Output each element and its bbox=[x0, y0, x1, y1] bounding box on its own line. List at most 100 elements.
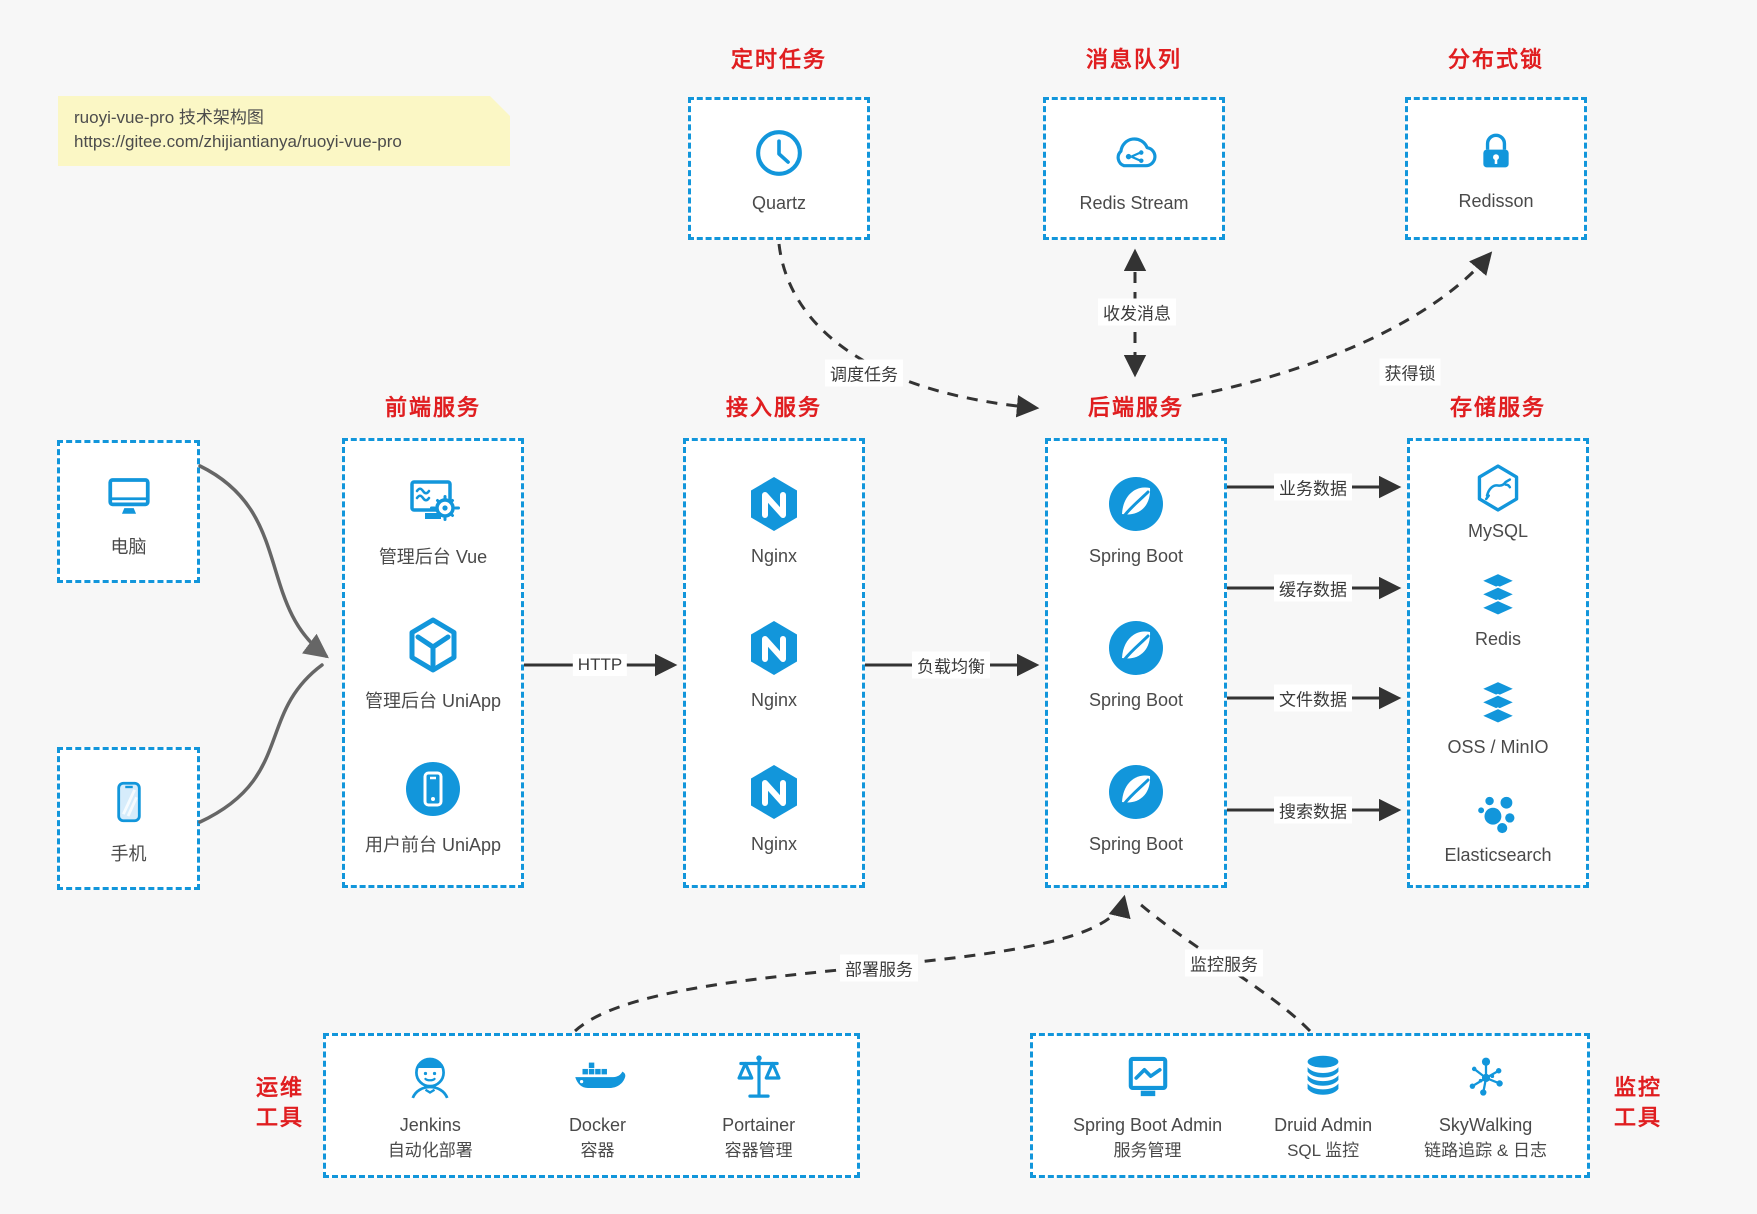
nginx-icon bbox=[742, 760, 806, 824]
mysql-icon bbox=[1471, 461, 1525, 515]
service-mysql: MySQL bbox=[1410, 447, 1586, 555]
edge-label-business-data: 业务数据 bbox=[1274, 473, 1352, 501]
edge-label-load-balance: 负载均衡 bbox=[912, 651, 990, 679]
user-app-icon bbox=[401, 757, 465, 821]
quartz-box: Quartz bbox=[688, 97, 870, 240]
nginx-icon bbox=[742, 616, 806, 680]
skywalking-name: SkyWalking bbox=[1438, 1115, 1533, 1135]
edge-label-lock: 获得锁 bbox=[1379, 358, 1441, 386]
monitor-tools-title-line2: 工具 bbox=[1613, 1105, 1662, 1130]
edge-phone-to-frontend bbox=[198, 663, 324, 824]
phone-client-label: 手机 bbox=[110, 843, 147, 864]
springboot-label-3: Spring Boot bbox=[1088, 833, 1184, 854]
skywalking-desc: 链路追踪 & 日志 bbox=[1424, 1141, 1547, 1160]
distributed-lock-group: 分布式锁 Redisson bbox=[1405, 46, 1587, 240]
quartz-label: Quartz bbox=[751, 192, 807, 213]
monitor-tools-box: Spring Boot Admin 服务管理 Druid Admin SQL 监… bbox=[1030, 1033, 1590, 1178]
pc-client-label: 电脑 bbox=[110, 536, 147, 557]
spring-icon bbox=[1104, 760, 1168, 824]
layers-icon bbox=[1471, 569, 1525, 623]
redis-stream-label: Redis Stream bbox=[1079, 192, 1189, 213]
admin-vue-icon bbox=[401, 469, 465, 533]
elasticsearch-label: Elasticsearch bbox=[1444, 844, 1552, 865]
group-title-scheduled-task: 定时任务 bbox=[730, 47, 827, 72]
tool-spring-boot-admin: Spring Boot Admin 服务管理 bbox=[1073, 1049, 1222, 1162]
redis-stream-box: Redis Stream bbox=[1043, 97, 1225, 240]
access-column-title: 接入服务 bbox=[725, 395, 822, 420]
ops-tools-title: 运维 工具 bbox=[250, 1073, 310, 1133]
service-admin-vue: 管理后台 Vue bbox=[345, 447, 521, 591]
service-oss-minio: OSS / MinIO bbox=[1410, 663, 1586, 771]
service-nginx-3: Nginx bbox=[686, 735, 862, 879]
ops-tools-box: Jenkins 自动化部署 Docker 容器 Portainer 容器管理 bbox=[323, 1033, 860, 1178]
tool-portainer: Portainer 容器管理 bbox=[722, 1049, 795, 1162]
ops-tools-title-line1: 运维 bbox=[255, 1075, 304, 1100]
edge-label-deploy: 部署服务 bbox=[840, 954, 918, 982]
ops-tools-title-line2: 工具 bbox=[255, 1105, 304, 1130]
druid-admin-desc: SQL 监控 bbox=[1287, 1141, 1360, 1160]
group-title-message-queue: 消息队列 bbox=[1085, 47, 1182, 72]
edge-label-http: HTTP bbox=[572, 654, 628, 676]
jenkins-icon bbox=[401, 1049, 459, 1107]
edge-label-schedule: 调度任务 bbox=[825, 359, 903, 387]
service-springboot-2: Spring Boot bbox=[1048, 591, 1224, 735]
service-elasticsearch: Elasticsearch bbox=[1410, 771, 1586, 879]
docker-icon bbox=[568, 1049, 626, 1107]
edge-label-cache-data: 缓存数据 bbox=[1274, 574, 1352, 602]
phone-icon bbox=[99, 772, 159, 832]
desktop-icon bbox=[99, 465, 159, 525]
service-nginx-1: Nginx bbox=[686, 447, 862, 591]
tool-jenkins: Jenkins 自动化部署 bbox=[388, 1049, 473, 1162]
redisson-label: Redisson bbox=[1458, 190, 1534, 211]
service-nginx-2: Nginx bbox=[686, 591, 862, 735]
storage-box: MySQL Redis OSS / MinIO Elasticsearch bbox=[1407, 438, 1589, 888]
monitor-chart-icon bbox=[1119, 1049, 1177, 1107]
monitor-tools-title-line1: 监控 bbox=[1613, 1075, 1662, 1100]
service-admin-uniapp: 管理后台 UniApp bbox=[345, 591, 521, 735]
lock-icon bbox=[1469, 126, 1523, 180]
pc-client-box: 电脑 bbox=[57, 440, 200, 583]
layers-icon bbox=[1471, 677, 1525, 731]
storage-column: 存储服务 MySQL Redis OSS / MinIO Elasticsear… bbox=[1407, 394, 1589, 888]
nginx-icon bbox=[742, 472, 806, 536]
service-redis: Redis bbox=[1410, 555, 1586, 663]
access-box: Nginx Nginx Nginx bbox=[683, 438, 865, 888]
tool-druid-admin: Druid Admin SQL 监控 bbox=[1274, 1049, 1372, 1162]
nginx-label-3: Nginx bbox=[750, 833, 798, 854]
mysql-label: MySQL bbox=[1467, 520, 1528, 541]
note-fold bbox=[490, 96, 510, 116]
edge-label-messages: 收发消息 bbox=[1098, 298, 1176, 326]
service-springboot-3: Spring Boot bbox=[1048, 735, 1224, 879]
druid-admin-name: Druid Admin bbox=[1274, 1115, 1373, 1135]
note-url-line: https://gitee.com/zhijiantianya/ruoyi-vu… bbox=[74, 132, 402, 151]
spring-boot-admin-name: Spring Boot Admin bbox=[1073, 1115, 1223, 1135]
edge-schedule-task bbox=[777, 243, 1040, 418]
scheduled-task-group: 定时任务 Quartz bbox=[688, 46, 870, 240]
monitor-tools-title: 监控 工具 bbox=[1608, 1073, 1668, 1133]
spring-boot-admin-desc: 服务管理 bbox=[1113, 1141, 1182, 1160]
backend-column: 后端服务 Spring Boot Spring Boot Spring Boot bbox=[1045, 394, 1227, 888]
clock-icon bbox=[750, 124, 808, 182]
admin-uniapp-label: 管理后台 UniApp bbox=[364, 691, 502, 711]
cloud-mq-icon bbox=[1105, 124, 1163, 182]
docker-name: Docker bbox=[568, 1115, 626, 1135]
portainer-icon bbox=[730, 1049, 788, 1107]
frontend-column: 前端服务 管理后台 Vue 管理后台 UniApp 用户前台 UniApp bbox=[342, 394, 524, 888]
topology-icon bbox=[1457, 1049, 1515, 1107]
edge-pc-to-frontend bbox=[198, 464, 329, 659]
edge-label-search-data: 搜索数据 bbox=[1274, 796, 1352, 824]
admin-vue-label: 管理后台 Vue bbox=[378, 547, 488, 567]
portainer-desc: 容器管理 bbox=[724, 1141, 793, 1160]
tool-skywalking: SkyWalking 链路追踪 & 日志 bbox=[1424, 1049, 1547, 1162]
spring-icon bbox=[1104, 616, 1168, 680]
storage-column-title: 存储服务 bbox=[1449, 395, 1546, 420]
edge-label-monitor: 监控服务 bbox=[1185, 949, 1263, 977]
edge-acquire-lock bbox=[1191, 251, 1493, 398]
database-icon bbox=[1294, 1049, 1352, 1107]
service-user-uniapp: 用户前台 UniApp bbox=[345, 735, 521, 879]
sticky-note: ruoyi-vue-pro 技术架构图 https://gitee.com/zh… bbox=[58, 96, 510, 166]
edge-label-file-data: 文件数据 bbox=[1274, 684, 1352, 712]
uniapp-cube-icon bbox=[401, 613, 465, 677]
elasticsearch-icon bbox=[1471, 785, 1525, 839]
